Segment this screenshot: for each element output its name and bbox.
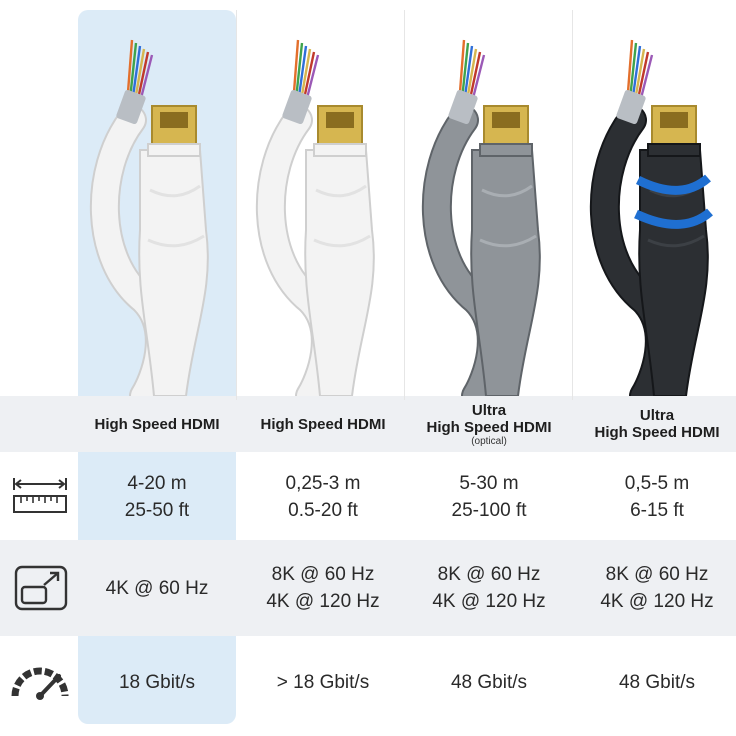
length-m: 4-20 m xyxy=(127,473,187,494)
length-ft: 25-50 ft xyxy=(124,500,190,521)
resolution-value: 4K @ 120 Hz xyxy=(266,591,380,612)
length-m: 0,25-3 m xyxy=(285,473,361,494)
resolution-value: 4K @ 120 Hz xyxy=(432,591,546,612)
bandwidth-value: 48 Gbit/s xyxy=(618,671,696,693)
band-header xyxy=(0,396,736,452)
length-cell: 5-30 m 25-100 ft xyxy=(406,460,572,534)
resolution-value: 8K @ 60 Hz xyxy=(437,564,541,585)
band-resolution xyxy=(0,540,736,636)
bandwidth-cell: 48 Gbit/s xyxy=(406,660,572,704)
length-cell: 0,5-5 m 6-15 ft xyxy=(574,460,736,534)
cable-illustration xyxy=(255,39,375,411)
resolution-value: 8K @ 60 Hz xyxy=(605,564,709,585)
cable-illustration xyxy=(421,39,541,411)
bandwidth-cell: 48 Gbit/s xyxy=(574,660,736,704)
cable-name: High Speed HDMI xyxy=(426,418,552,436)
resolution-cell: 8K @ 60 Hz 4K @ 120 Hz xyxy=(240,545,406,631)
ruler-icon xyxy=(8,470,72,520)
length-cell: 0,25-3 m 0.5-20 ft xyxy=(240,460,406,534)
cable-photo-1 xyxy=(74,0,240,411)
length-ft: 0.5-20 ft xyxy=(288,500,358,521)
bandwidth-value: 18 Gbit/s xyxy=(118,671,196,693)
blue-band xyxy=(635,174,711,195)
column-header: High Speed HDMI xyxy=(240,396,406,452)
connector-body xyxy=(470,149,541,397)
cable-name: High Speed HDMI xyxy=(94,415,220,433)
bandwidth-cell: > 18 Gbit/s xyxy=(240,660,406,704)
cable-name: Ultra xyxy=(639,407,675,424)
length-cell: 4-20 m 25-50 ft xyxy=(74,460,240,534)
resolution-value: 8K @ 60 Hz xyxy=(271,564,375,585)
cable-name: High Speed HDMI xyxy=(260,415,386,433)
connector-body xyxy=(638,149,709,397)
cable-name: Ultra xyxy=(471,401,507,419)
length-m: 5-30 m xyxy=(459,473,519,494)
length-ft: 6-15 ft xyxy=(630,500,684,521)
blue-band xyxy=(634,208,713,229)
bandwidth-value: > 18 Gbit/s xyxy=(276,671,370,693)
length-ft: 25-100 ft xyxy=(451,500,527,521)
resize-screen-icon xyxy=(8,562,72,614)
resolution-cell: 8K @ 60 Hz 4K @ 120 Hz xyxy=(406,545,572,631)
cable-photo-2 xyxy=(240,0,406,411)
connector-body xyxy=(304,149,375,397)
column-header: High Speed HDMI xyxy=(74,396,240,452)
resolution-cell: 8K @ 60 Hz 4K @ 120 Hz xyxy=(574,545,736,631)
cable-photo-4 xyxy=(574,0,736,411)
divider xyxy=(236,10,237,400)
cable-note: (optical) xyxy=(471,435,507,447)
cable-photo-3 xyxy=(406,0,572,411)
cable-photos xyxy=(74,0,736,411)
resolution-cell: 4K @ 60 Hz xyxy=(74,545,240,631)
bandwidth-cell: 18 Gbit/s xyxy=(74,660,240,704)
resolution-value: 4K @ 60 Hz xyxy=(105,577,209,599)
length-m: 0,5-5 m xyxy=(624,473,690,494)
divider xyxy=(572,10,573,400)
speedometer-icon xyxy=(8,660,72,704)
cable-name: High Speed HDMI xyxy=(594,424,720,441)
divider xyxy=(404,10,405,400)
cable-illustration xyxy=(89,39,209,411)
column-header: Ultra High Speed HDMI xyxy=(574,396,736,452)
cable-illustration xyxy=(589,39,713,411)
bandwidth-value: 48 Gbit/s xyxy=(450,671,528,693)
connector-body xyxy=(138,149,209,397)
resolution-value: 4K @ 120 Hz xyxy=(600,591,714,612)
column-header: Ultra High Speed HDMI (optical) xyxy=(406,396,572,452)
